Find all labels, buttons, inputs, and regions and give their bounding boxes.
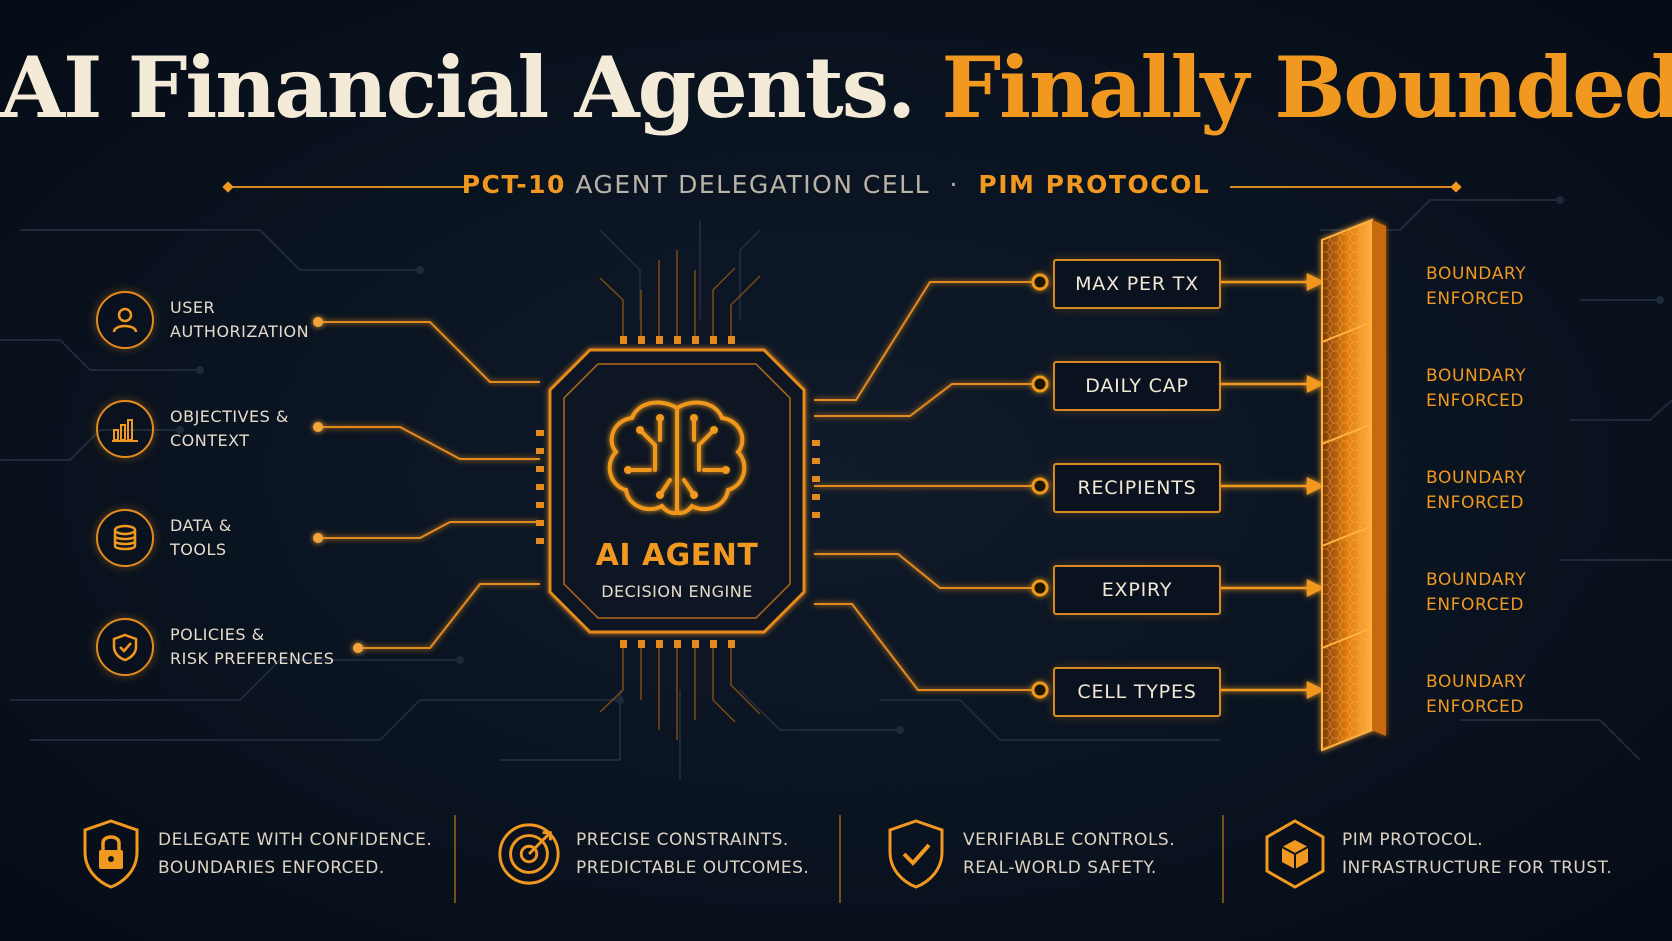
bar-chart-icon	[96, 400, 154, 458]
boundary-label: BOUNDARY ENFORCED	[1426, 364, 1526, 414]
connector-dot	[313, 317, 323, 327]
footer-divider	[1222, 815, 1224, 903]
boundary-walls	[1321, 218, 1386, 752]
input-user-authorization: USER AUTHORIZATION	[96, 291, 309, 349]
input-policies-risk: POLICIES & RISK PREFERENCES	[96, 618, 334, 676]
boundary-line1: BOUNDARY	[1426, 264, 1527, 284]
boundary-line1: BOUNDARY	[1426, 468, 1527, 488]
connector-node	[1031, 681, 1049, 699]
connector-node	[1031, 375, 1049, 393]
boundary-label: BOUNDARY ENFORCED	[1426, 568, 1526, 618]
subtitle-separator: ·	[949, 170, 959, 199]
subtitle-protocol: PIM PROTOCOL	[978, 170, 1211, 199]
boundary-line1: BOUNDARY	[1426, 672, 1527, 692]
constraint-daily-cap: DAILY CAP	[1053, 361, 1221, 411]
input-label: OBJECTIVES & CONTEXT	[170, 405, 289, 453]
agent-subtitle: DECISION ENGINE	[601, 582, 753, 601]
connector-dot	[313, 422, 323, 432]
hexagon-cube-icon	[1262, 818, 1328, 890]
boundary-line2: ENFORCED	[1426, 493, 1525, 513]
footer-text: VERIFIABLE CONTROLS. REAL-WORLD SAFETY.	[963, 826, 1175, 882]
footer-text: PRECISE CONSTRAINTS. PREDICTABLE OUTCOME…	[576, 826, 809, 882]
connector-dot	[313, 533, 323, 543]
input-label-line2: RISK PREFERENCES	[170, 649, 335, 668]
subtitle-rule-left	[228, 186, 468, 188]
connector-node	[1031, 579, 1049, 597]
footer-line2: INFRASTRUCTURE FOR TRUST.	[1342, 858, 1613, 878]
boundary-line2: ENFORCED	[1426, 697, 1525, 717]
footer-line2: BOUNDARIES ENFORCED.	[158, 858, 385, 878]
footer-line1: PRECISE CONSTRAINTS.	[576, 830, 789, 850]
output-connectors	[814, 281, 1040, 691]
subtitle-code: PCT-10	[461, 170, 566, 199]
input-data-tools: DATA & TOOLS	[96, 509, 232, 567]
boundary-label: BOUNDARY ENFORCED	[1426, 262, 1526, 312]
lock-shield-icon	[78, 818, 144, 890]
footer-divider	[454, 815, 456, 903]
footer-pim-protocol: PIM PROTOCOL. INFRASTRUCTURE FOR TRUST.	[1262, 818, 1612, 890]
page-title: AI Financial Agents. Finally Bounded.	[0, 38, 1672, 139]
shield-check-icon	[96, 618, 154, 676]
footer-line1: DELEGATE WITH CONFIDENCE.	[158, 830, 433, 850]
background-traces	[0, 199, 1672, 780]
title-part1: AI Financial Agents.	[0, 38, 916, 137]
input-label-line1: USER	[170, 298, 216, 317]
boundary-line1: BOUNDARY	[1426, 366, 1527, 386]
footer-divider	[839, 815, 841, 903]
input-label-line2: CONTEXT	[170, 431, 250, 450]
connector-node	[1031, 477, 1049, 495]
boundary-label: BOUNDARY ENFORCED	[1426, 670, 1526, 720]
boundary-line1: BOUNDARY	[1426, 570, 1527, 590]
subtitle-rule-right	[1230, 186, 1456, 188]
constraint-expiry: EXPIRY	[1053, 565, 1221, 615]
footer-line1: PIM PROTOCOL.	[1342, 830, 1484, 850]
target-icon	[496, 818, 562, 890]
input-label-line2: AUTHORIZATION	[170, 322, 310, 341]
footer-line2: REAL-WORLD SAFETY.	[963, 858, 1157, 878]
input-label-line1: DATA &	[170, 516, 232, 535]
footer-verifiable: VERIFIABLE CONTROLS. REAL-WORLD SAFETY.	[883, 818, 1175, 890]
chip-pins	[536, 336, 820, 648]
boundary-arrows	[1219, 272, 1325, 700]
input-label: POLICIES & RISK PREFERENCES	[170, 623, 334, 671]
boundary-line2: ENFORCED	[1426, 391, 1525, 411]
subtitle-cell: AGENT DELEGATION CELL	[575, 170, 931, 199]
input-label-line1: POLICIES &	[170, 625, 265, 644]
constraint-cell-types: CELL TYPES	[1053, 667, 1221, 717]
footer-line2: PREDICTABLE OUTCOMES.	[576, 858, 810, 878]
boundary-label: BOUNDARY ENFORCED	[1426, 466, 1526, 516]
footer-precise: PRECISE CONSTRAINTS. PREDICTABLE OUTCOME…	[496, 818, 809, 890]
boundary-line2: ENFORCED	[1426, 595, 1525, 615]
input-label: DATA & TOOLS	[170, 514, 232, 562]
footer-text: DELEGATE WITH CONFIDENCE. BOUNDARIES ENF…	[158, 826, 432, 882]
footer-text: PIM PROTOCOL. INFRASTRUCTURE FOR TRUST.	[1342, 826, 1612, 882]
constraint-recipients: RECIPIENTS	[1053, 463, 1221, 513]
footer-line1: VERIFIABLE CONTROLS.	[963, 830, 1176, 850]
input-label-line2: TOOLS	[170, 540, 227, 559]
footer-delegate: DELEGATE WITH CONFIDENCE. BOUNDARIES ENF…	[78, 818, 432, 890]
user-icon	[96, 291, 154, 349]
connector-dot	[353, 643, 363, 653]
input-connectors	[318, 321, 540, 649]
subtitle: PCT-10 AGENT DELEGATION CELL · PIM PROTO…	[0, 170, 1672, 199]
connector-node	[1031, 273, 1049, 291]
input-objectives-context: OBJECTIVES & CONTEXT	[96, 400, 289, 458]
agent-title: AI AGENT	[595, 538, 759, 573]
input-label-line1: OBJECTIVES &	[170, 407, 289, 426]
shield-check-icon	[883, 818, 949, 890]
boundary-line2: ENFORCED	[1426, 289, 1525, 309]
constraint-max-per-tx: MAX PER TX	[1053, 259, 1221, 309]
database-icon	[96, 509, 154, 567]
title-part2: Finally Bounded.	[941, 38, 1672, 137]
input-label: USER AUTHORIZATION	[170, 296, 309, 344]
